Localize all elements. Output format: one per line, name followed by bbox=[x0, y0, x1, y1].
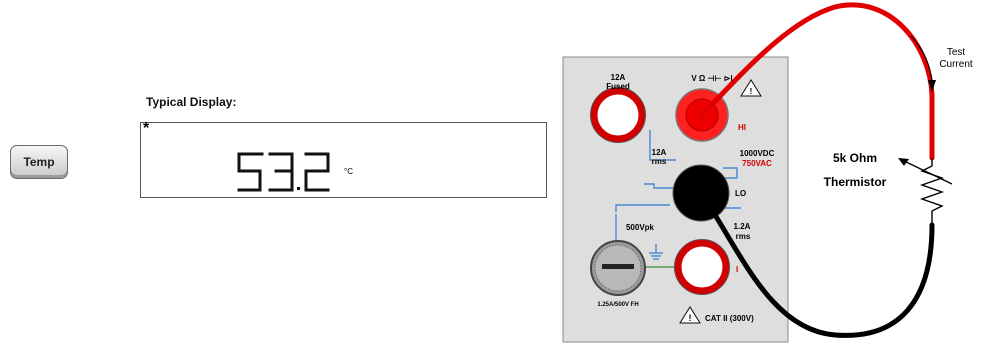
thermistor-arrow-icon bbox=[901, 159, 953, 185]
decimal-point bbox=[297, 187, 300, 190]
cat-warning-icon: ! bbox=[679, 306, 701, 324]
display-caption: Typical Display: bbox=[146, 95, 237, 109]
vpk-label: 500Vpk bbox=[626, 223, 655, 232]
fused-label-line1: 12A bbox=[611, 73, 626, 82]
rms12-line1: 12A bbox=[652, 148, 667, 157]
rms1-line2: rms bbox=[736, 232, 751, 241]
test-current-line1: Test bbox=[947, 47, 966, 58]
rating-dc: 1000VDC bbox=[740, 149, 775, 158]
black-test-lead bbox=[698, 190, 935, 338]
fuse-holder bbox=[590, 240, 646, 296]
thermistor-line2: Thermistor bbox=[824, 175, 887, 189]
unit-label: °C bbox=[344, 167, 353, 176]
warning-icon: ! bbox=[740, 79, 762, 97]
fuse-rating-label: 1.25A/500V FH bbox=[597, 302, 638, 308]
terminal-i bbox=[674, 239, 730, 295]
svg-text:!: ! bbox=[689, 313, 692, 323]
rms12-line2: rms bbox=[652, 157, 667, 166]
function-symbols: V Ω ⊣⊢ ⊳| bbox=[691, 73, 732, 83]
ground-icon bbox=[649, 244, 663, 260]
thermistor-line1: 5k Ohm bbox=[833, 151, 877, 165]
test-current-arrow-icon bbox=[910, 35, 933, 83]
digit-3 bbox=[268, 152, 294, 192]
fused-label-line2: Fused bbox=[606, 82, 630, 91]
temp-key-button[interactable]: Temp bbox=[10, 145, 68, 179]
red-test-lead bbox=[699, 2, 935, 161]
temp-key-label: Temp bbox=[23, 155, 55, 169]
test-current-line2: Current bbox=[939, 59, 973, 70]
lcd-display: * °C bbox=[140, 120, 547, 198]
digit-2 bbox=[304, 152, 330, 192]
cat-rating-label: CAT II (300V) bbox=[705, 314, 754, 323]
lo-label: LO bbox=[735, 189, 746, 198]
i-label: I bbox=[736, 265, 738, 274]
thermistor-resistor-icon bbox=[919, 158, 945, 225]
rating-ac: 750VAC bbox=[742, 159, 772, 168]
rms1-line1: 1.2A bbox=[734, 222, 751, 231]
digit-5 bbox=[237, 152, 264, 192]
seven-segment-reading bbox=[237, 152, 330, 192]
terminal-12a bbox=[590, 87, 646, 143]
annunciator-asterisk: * bbox=[143, 120, 150, 137]
svg-text:!: ! bbox=[750, 87, 753, 96]
hi-label: HI bbox=[738, 123, 746, 132]
